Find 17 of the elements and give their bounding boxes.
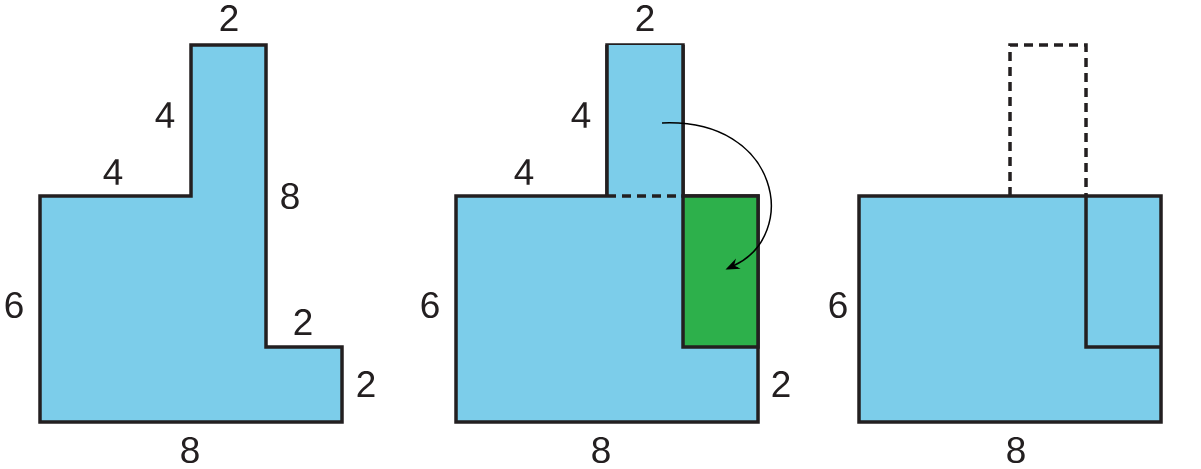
dimension-label: 2 <box>220 5 238 31</box>
dimension-label: 8 <box>1007 436 1025 464</box>
dimension-label: 4 <box>155 102 175 128</box>
dimension-label: 8 <box>592 436 610 464</box>
dimension-label: 8 <box>181 436 199 464</box>
dimension-label: 6 <box>421 291 439 319</box>
dimension-label: 6 <box>5 291 23 319</box>
tab-rectangle <box>607 45 683 196</box>
dimension-label: 8 <box>281 182 299 210</box>
curved-arrow <box>661 122 772 270</box>
dimension-label: 4 <box>514 159 534 185</box>
dimension-label: 2 <box>772 371 790 397</box>
dimension-label: 2 <box>357 371 375 397</box>
dimension-label: 6 <box>829 291 847 319</box>
moved-rectangle <box>681 194 760 349</box>
dimension-label: 2 <box>294 309 312 335</box>
dimension-label: 4 <box>103 159 123 185</box>
